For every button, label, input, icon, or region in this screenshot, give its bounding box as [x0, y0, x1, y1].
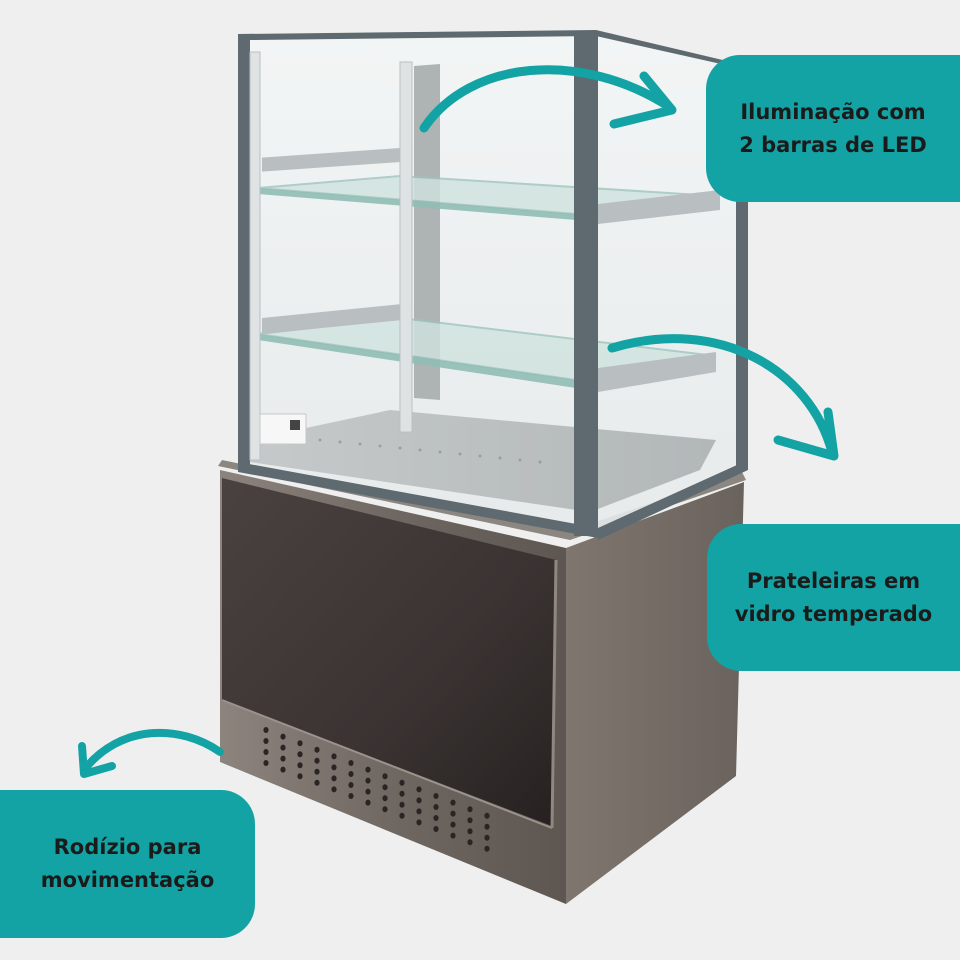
- front-panel: [222, 478, 556, 826]
- vent-hole: [433, 815, 439, 821]
- vent-hole: [297, 773, 303, 780]
- vent-hole: [280, 766, 286, 773]
- vent-hole: [263, 738, 269, 744]
- vent-hole: [280, 744, 286, 751]
- vent-hole: [382, 784, 388, 791]
- vent-hole: [484, 845, 490, 852]
- vent-hole: [450, 832, 456, 839]
- cabinet-base: [218, 460, 746, 904]
- vent-hole: [314, 768, 320, 775]
- vent-hole: [450, 810, 456, 817]
- vent-hole: [297, 751, 303, 758]
- vent-hole: [484, 834, 490, 841]
- vent-hole: [399, 812, 405, 819]
- vent-hole: [416, 808, 422, 815]
- vent-hole: [382, 773, 388, 780]
- vent-hole: [365, 766, 371, 773]
- vent-hole: [450, 799, 456, 806]
- vent-hole: [331, 775, 337, 782]
- vent-hole: [331, 786, 337, 793]
- vent-hole: [365, 788, 371, 795]
- vent-hole: [467, 817, 473, 824]
- vent-hole: [263, 760, 269, 766]
- vent-hole: [263, 749, 269, 755]
- vent-hole: [348, 760, 354, 766]
- callout-casters: Rodízio para movimentação: [0, 790, 255, 938]
- vent-hole: [365, 777, 371, 784]
- vent-hole: [348, 793, 354, 799]
- vent-hole: [280, 733, 286, 740]
- callout-led-lighting: Iluminação com 2 barras de LED: [706, 55, 960, 202]
- vent-hole: [467, 839, 473, 846]
- vent-hole: [416, 797, 422, 804]
- vent-hole: [297, 740, 303, 747]
- callout-casters-text: Rodízio para movimentação: [40, 835, 215, 892]
- vent-hole: [399, 790, 405, 797]
- vent-hole: [467, 806, 473, 813]
- callout-tempered-glass-shelves-text: Prateleiras em vidro temperado: [734, 568, 933, 626]
- curved-arrow-down-right-icon: [607, 334, 839, 461]
- vent-hole: [484, 823, 490, 830]
- vent-hole: [365, 799, 371, 806]
- callout-tempered-glass-shelves: Prateleiras em vidro temperado: [707, 524, 960, 671]
- vent-hole: [433, 804, 439, 810]
- vent-hole: [331, 764, 337, 771]
- vent-hole: [416, 786, 422, 793]
- vent-hole: [280, 755, 286, 762]
- vent-hole: [314, 746, 320, 753]
- vent-hole: [314, 757, 320, 764]
- vent-holes: [263, 727, 490, 852]
- vent-hole: [314, 779, 320, 786]
- vent-hole: [433, 793, 439, 799]
- curved-arrow-left-icon: [78, 728, 224, 778]
- curved-arrow-right-icon: [419, 65, 677, 133]
- vent-hole: [382, 795, 388, 802]
- vent-hole: [484, 812, 490, 819]
- vent-hole: [348, 782, 354, 788]
- vent-hole: [416, 819, 422, 826]
- callout-led-lighting-text: Iluminação com 2 barras de LED: [739, 99, 927, 157]
- vent-hole: [433, 826, 439, 832]
- vent-hole: [450, 821, 456, 828]
- vent-hole: [399, 801, 405, 808]
- vent-hole: [348, 771, 354, 777]
- vent-hole: [263, 727, 269, 733]
- vent-hole: [467, 828, 473, 835]
- vent-hole: [382, 806, 388, 813]
- vent-hole: [399, 779, 405, 786]
- vent-hole: [331, 753, 337, 760]
- vent-hole: [297, 762, 303, 769]
